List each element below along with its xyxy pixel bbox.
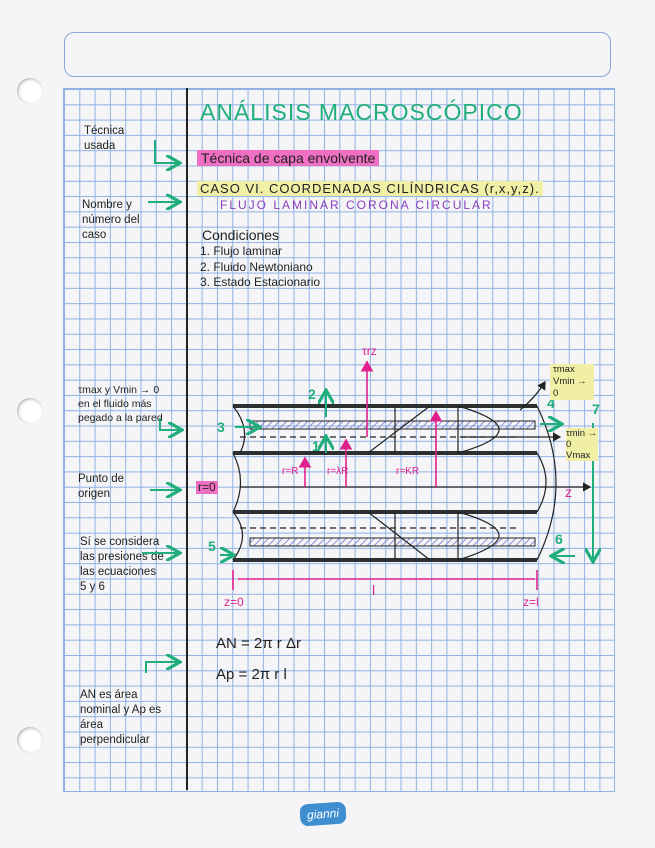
note-areas: AN es área nominal y Ap es área perpendi… (80, 689, 162, 746)
origin-label: r=0 (196, 480, 218, 494)
label-3: 3 (217, 419, 225, 435)
note-origin: Punto de origen (78, 473, 125, 500)
margin-line (186, 88, 188, 790)
condition-item: 3. Estado Estacionario (200, 275, 321, 289)
arrow-icon (154, 140, 178, 163)
tau-rz-label: τrz (362, 344, 377, 358)
page-title: ANÁLISIS MACROSCÓPICO (200, 99, 523, 125)
tau-max-note: τmax Vmin → 0 (550, 364, 594, 400)
label-2: 2 (308, 386, 316, 402)
case-title: CASO VI. COORDENADAS CILÍNDRICAS (r,x,y,… (197, 181, 543, 196)
label-5: 5 (208, 538, 216, 554)
note-case-name: Nombre y número del caso (82, 199, 140, 241)
equation-nominal-area: AN = 2π r Δr (216, 635, 301, 652)
r-lambdaR-label: r=λR (327, 466, 349, 477)
punch-hole (17, 727, 43, 753)
r-kR-label: r=KR (396, 466, 420, 477)
note-technique-used: Técnica usada (84, 125, 125, 152)
tau-min-note: τmin → 0 Vmax (566, 428, 598, 461)
punch-hole (17, 78, 43, 104)
arrow-icon (145, 662, 178, 673)
brand-logo: gianni (299, 801, 347, 827)
case-subtitle: FLUJO LAMINAR CORONA CIRCULAR (220, 198, 493, 212)
conditions-heading: Condiciones (202, 227, 280, 243)
label-4: 4 (547, 395, 555, 411)
punch-hole (17, 398, 43, 424)
header-box (64, 32, 611, 77)
equation-perpendicular-area: Ap = 2π r l (216, 666, 287, 683)
label-7: 7 (592, 401, 600, 417)
note-tau-max: τmax y Vmin → 0 en el fluido más pegado … (78, 384, 163, 424)
label-6: 6 (555, 531, 563, 547)
z-axis-label: z (565, 484, 572, 500)
arrow-icon (159, 418, 180, 430)
note-pressures: Sí se considera las presiones de las ecu… (80, 536, 164, 593)
condition-item: 1. Flujo laminar (200, 244, 283, 258)
label-1: 1 (312, 438, 320, 454)
r-R-label: r=R (282, 466, 299, 477)
zl-label: z=l (523, 595, 539, 609)
z0-label: z=0 (224, 595, 244, 609)
length-label: l (372, 582, 376, 598)
graph-grid (63, 88, 615, 792)
technique: Técnica de capa envolvente (197, 150, 380, 166)
condition-item: 2. Fluido Newtoniano (200, 260, 313, 274)
